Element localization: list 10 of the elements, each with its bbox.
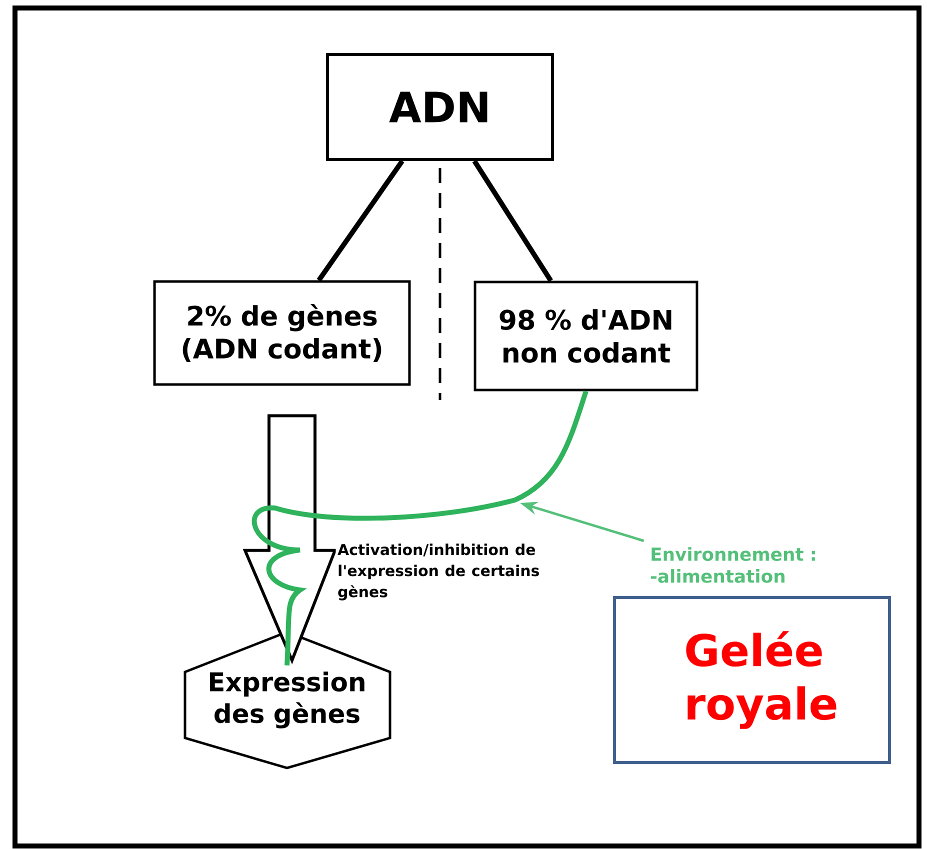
edge-label: Activation/inhibition de l'expression de certains gènes	[338, 544, 539, 600]
process-box: 98 % d'ADN non codant	[474, 280, 698, 392]
block-arrow	[242, 414, 338, 664]
hexagon-box: Expression des gènes	[184, 630, 392, 770]
environment-text: Environnement : -alimentation	[650, 547, 815, 583]
process-box: 2% de gènes (ADN codant)	[153, 280, 411, 386]
note-box: Gelée royale	[613, 596, 891, 764]
connector-line	[316, 160, 404, 282]
process-box: ADN	[326, 53, 554, 161]
connector-line	[472, 160, 553, 282]
